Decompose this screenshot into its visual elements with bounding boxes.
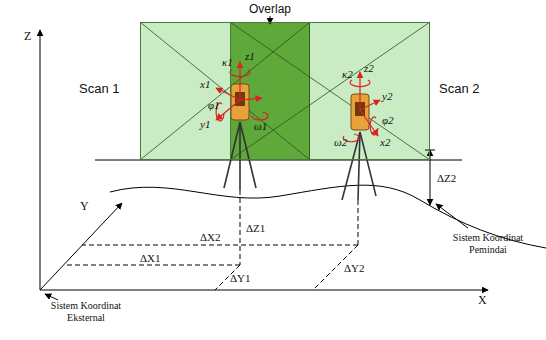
box-diagonals	[140, 22, 430, 160]
offset-label: ΔX2	[200, 231, 221, 243]
offset-label: ΔX1	[140, 252, 161, 264]
rotation-label: ω2	[334, 136, 347, 148]
scanner-axis-label: z2	[364, 62, 374, 74]
projection-lines	[64, 190, 358, 290]
rotation-label: κ1	[222, 56, 233, 68]
rotation-label: φ1	[208, 99, 220, 111]
region-label: Overlap	[249, 2, 291, 16]
scanner-axis-label: y2	[382, 90, 392, 102]
scan2-fill	[230, 22, 430, 160]
scanner-axis-label: x1	[200, 78, 210, 90]
system-note: Sistem Koordinat Pemindai	[448, 232, 528, 256]
external-axes	[40, 30, 488, 290]
offset-label: ΔY2	[344, 262, 365, 274]
axis-label: X	[478, 294, 487, 306]
scanner-axis-label: x2	[380, 136, 390, 148]
scanner-2	[342, 72, 380, 200]
scanner-axis-label: z1	[245, 50, 255, 62]
scanner-1	[216, 62, 268, 190]
offset-label: ΔY1	[230, 272, 251, 284]
offset-label: ΔZ2	[437, 172, 456, 184]
overlap-region: Overlap	[230, 22, 310, 160]
leader-scanner-system	[436, 204, 468, 228]
axis-label: Z	[24, 30, 31, 42]
scan-label: Scan 2	[439, 81, 479, 96]
rotation-label: κ2	[342, 68, 353, 80]
leader-external-system	[45, 294, 58, 300]
overlap-fill	[230, 22, 310, 160]
offset-label: ΔZ1	[246, 222, 265, 234]
scanner-axis-label: y1	[200, 118, 210, 130]
axis-label: Y	[80, 200, 89, 212]
dz2-dimension	[425, 150, 435, 205]
scan-area: Scan 2	[230, 22, 430, 160]
rotation-label: φ2	[382, 114, 394, 126]
scan-area: Scan 1	[140, 22, 310, 160]
rotation-label: ω1	[254, 120, 267, 132]
scan-label: Scan 1	[79, 81, 119, 96]
scan1-fill	[140, 22, 310, 160]
system-note: Sistem Koordinat Eksternal	[46, 300, 126, 324]
